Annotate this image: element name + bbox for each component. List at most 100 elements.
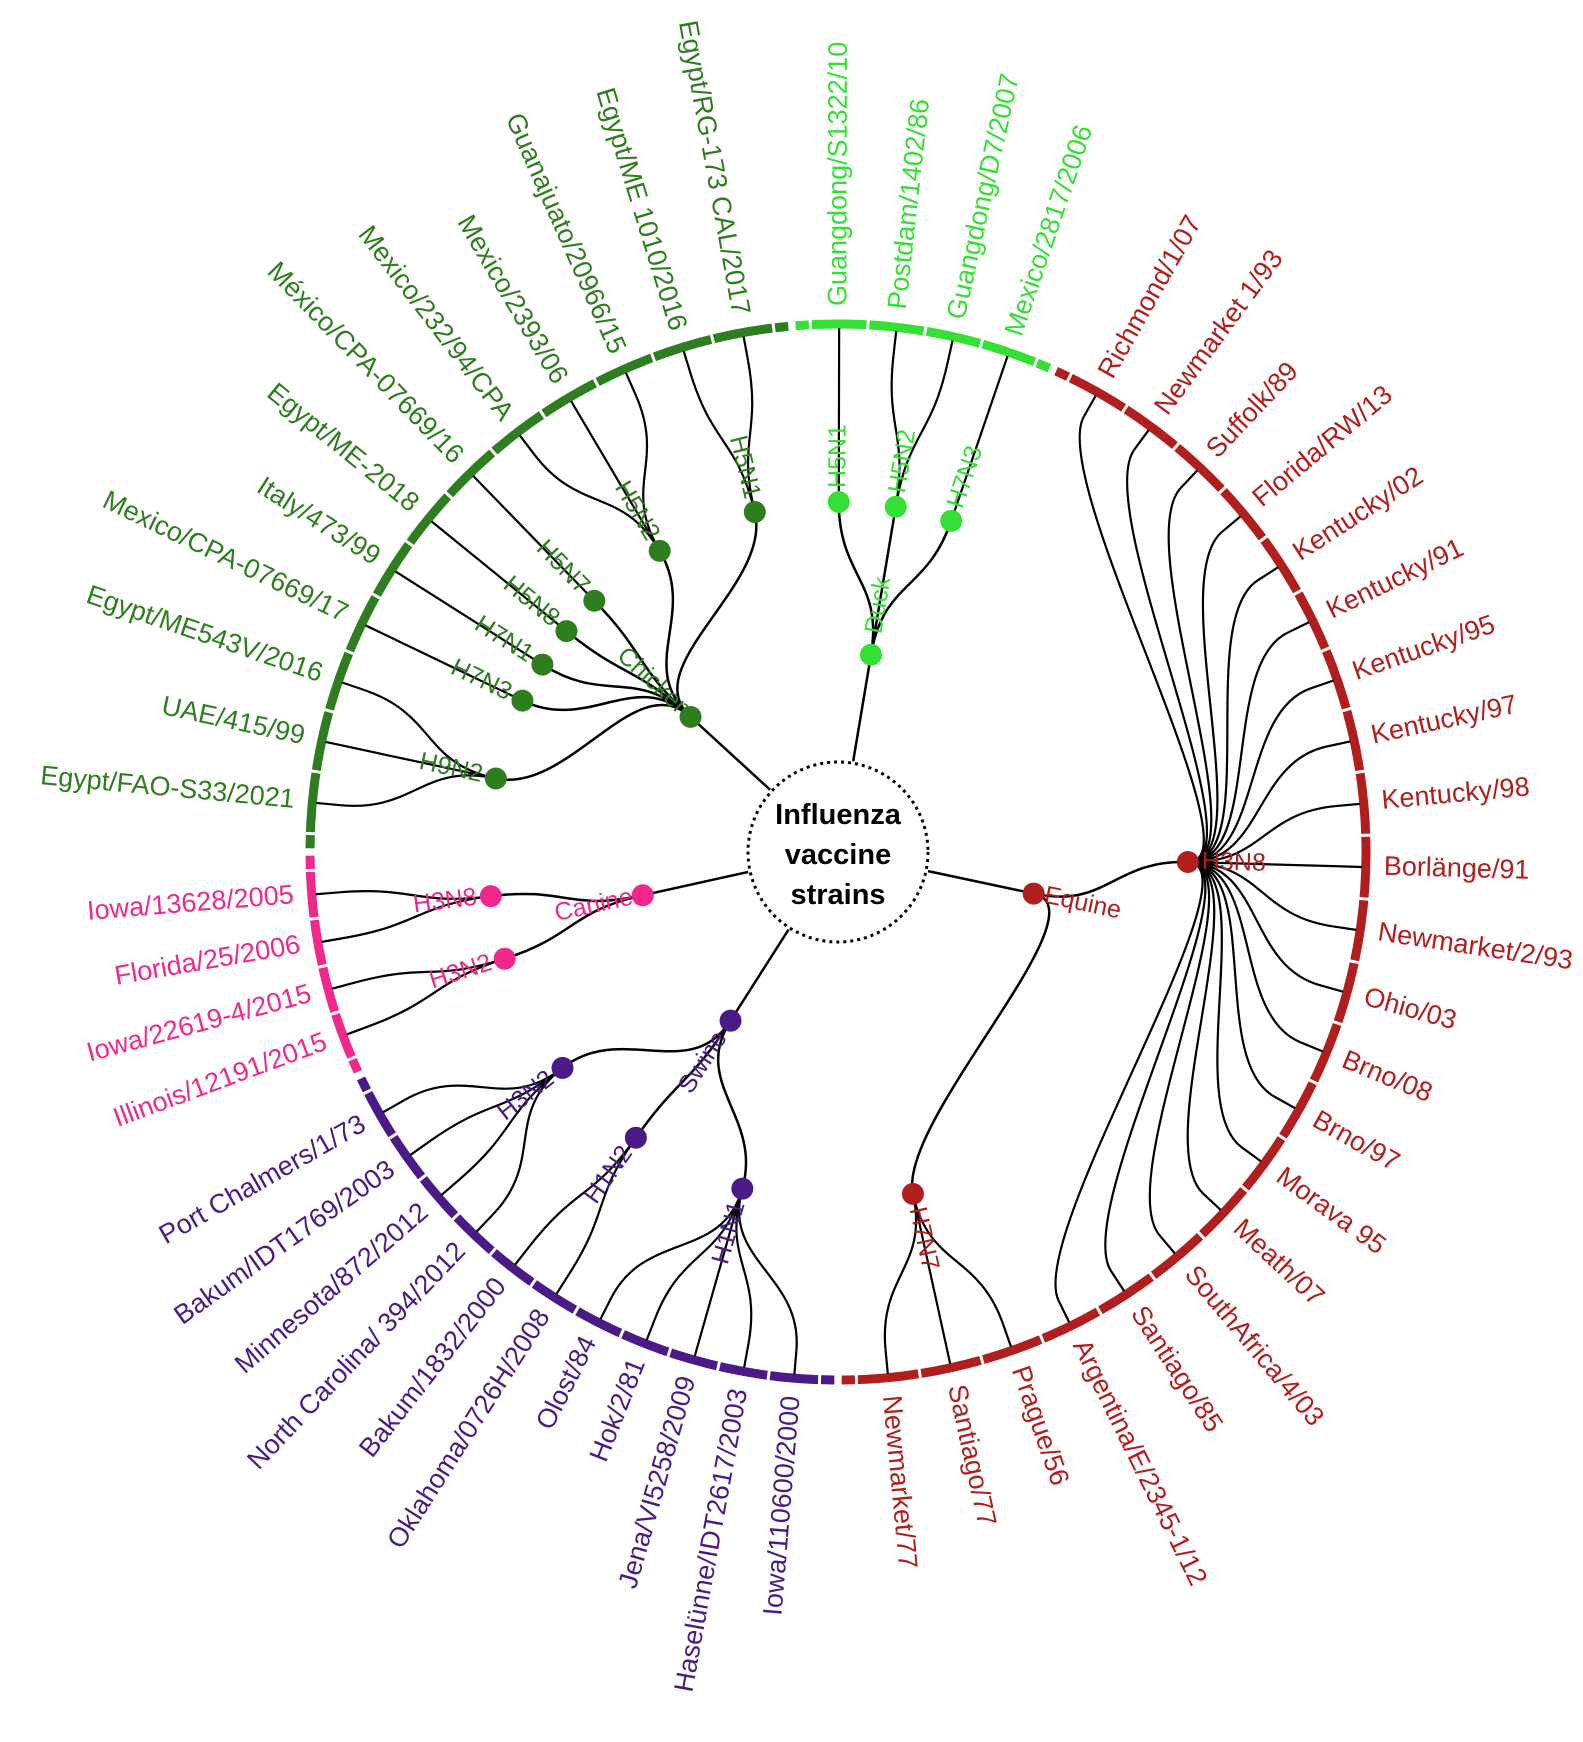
equine-host-node	[1022, 882, 1045, 905]
strain-edge-stub	[519, 434, 536, 456]
strain-label-guangdong-s1322-10: Guangdong/S1322/10	[822, 42, 853, 306]
strain-label-italy-473-99: Italy/473/99	[252, 471, 386, 571]
strain-edge-stub	[693, 1332, 703, 1357]
swine-h3n2-edge	[561, 1020, 732, 1069]
strain-edge	[528, 1137, 637, 1247]
strain-edge	[1104, 860, 1207, 1272]
strain-label-bakum-1832-2000: Bakum/1832/2000	[353, 1272, 512, 1463]
canine-h3n8-label: H3N8	[412, 883, 479, 919]
swine-ring-arc	[356, 1076, 835, 1385]
strain-edge-stub	[1337, 865, 1362, 869]
canine-h3n2-label: H3N2	[426, 948, 495, 994]
strain-edge	[1187, 860, 1243, 1149]
duck-h5n1-edge	[837, 501, 875, 655]
strain-label-kentucky-95: Kentucky/95	[1348, 609, 1498, 686]
strain-edge-stub	[475, 1213, 495, 1233]
strain-edge-stub	[1133, 429, 1150, 451]
swine-h1n2-edge	[634, 1020, 732, 1139]
strain-edge-stub	[742, 336, 750, 361]
strain-label-borl-nge-91: Borlänge/91	[1383, 851, 1529, 885]
strain-edge	[1187, 745, 1327, 864]
strain-label-kentucky-98: Kentucky/98	[1380, 771, 1531, 815]
strain-edge-stub	[341, 681, 366, 692]
swine-root-edge	[729, 928, 790, 1022]
strain-edge-stub	[570, 400, 585, 423]
strain-edge	[1125, 448, 1208, 864]
strain-edge	[1187, 860, 1301, 1044]
strain-edge-stub	[743, 1343, 750, 1368]
strain-edge-stub	[1179, 469, 1198, 489]
strain-edge-stub	[599, 1297, 613, 1320]
strain-edge	[950, 378, 1001, 522]
strain-edge	[737, 1188, 798, 1351]
strain-edge	[1187, 631, 1288, 864]
strain-edge-stub	[1057, 1300, 1071, 1323]
chicken-h7n3-edge	[521, 695, 692, 718]
center-line-1: Influenza	[775, 799, 902, 831]
duck-ring-tick	[866, 319, 870, 330]
chicken-host-label: Chicken	[612, 641, 698, 723]
strain-edge-stub	[1335, 802, 1360, 808]
canine-ring-tick	[346, 1054, 358, 1062]
strain-edge-stub	[472, 475, 491, 494]
chicken-h5n2-edge	[658, 550, 692, 718]
strain-edge-stub	[321, 936, 346, 943]
strain-edge-stub	[514, 1245, 531, 1266]
strain-edge	[883, 1193, 918, 1350]
strain-edge-stub	[1310, 679, 1334, 690]
equine-ring-tick	[1354, 769, 1366, 775]
strain-edge	[911, 1193, 1005, 1325]
equine-ring-tick	[1120, 403, 1129, 414]
strain-edge-stub	[316, 801, 341, 807]
strain-edge-stub	[555, 1273, 571, 1295]
strain-edge	[634, 394, 661, 552]
chicken-h9n2-node	[484, 767, 507, 790]
equine-ring-tick	[1038, 1333, 1046, 1345]
equine-ring-tick	[1171, 441, 1181, 452]
tree-branches	[315, 327, 1362, 1375]
swine-ring-tick	[362, 1088, 373, 1096]
strain-edge	[1187, 860, 1338, 868]
equine-h7n7-label: H7N7	[904, 1204, 945, 1272]
strain-label-newmarket-2-93: Newmarket/2/93	[1376, 916, 1575, 975]
swine-h1n2-node	[624, 1126, 647, 1149]
equine-h7n7-edge	[910, 892, 1051, 1195]
duck-h5n2-edge	[869, 506, 897, 655]
strain-edge	[735, 1188, 753, 1345]
strain-edge	[339, 890, 491, 900]
strain-label-florida-25-2006: Florida/25/2006	[112, 929, 302, 991]
duck-h5n1-label: H5N1	[823, 424, 851, 488]
canine-ring-tick	[329, 1010, 341, 1016]
strain-edge-stub	[624, 372, 637, 396]
strain-edge-stub	[1319, 984, 1344, 993]
equine-ring-tick	[1349, 959, 1360, 965]
strain-edge	[700, 1188, 744, 1334]
canine-h3n8-node	[479, 885, 502, 908]
swine-h1n1-label: H1N1	[706, 1198, 750, 1267]
strain-label-hok-2-81: Hok/2/81	[584, 1354, 651, 1466]
strain-label-suffolk-89: Suffolk/89	[1200, 356, 1304, 464]
equine-ring-tick	[1217, 485, 1228, 495]
strain-edge-stub	[793, 1350, 798, 1375]
canine-h3n8-edge	[490, 892, 644, 903]
strain-edge	[1148, 860, 1211, 1236]
strain-edge-stub	[346, 1025, 370, 1036]
duck-host-node	[860, 643, 883, 666]
strain-edge-stub	[365, 624, 388, 637]
chicken-ring-tick	[709, 333, 716, 345]
swine-host-node	[719, 1009, 742, 1032]
chicken-h5n1-node	[743, 501, 766, 524]
strain-edge	[1054, 860, 1204, 1302]
strain-label-brno-97: Brno/97	[1308, 1104, 1405, 1176]
strain-edge	[340, 774, 497, 807]
swine-h3n2-label: H3N2	[492, 1064, 560, 1125]
tree-nodes	[479, 491, 1199, 1205]
equine-ring-tick	[1341, 706, 1352, 713]
strain-edge-stub	[1158, 1234, 1176, 1255]
chicken-ring-tick	[538, 409, 547, 420]
chicken-h5n1-edge	[676, 511, 758, 718]
strain-edge-stub	[1082, 395, 1097, 418]
strain-edge	[1078, 416, 1205, 864]
strain-edge	[429, 1067, 564, 1142]
